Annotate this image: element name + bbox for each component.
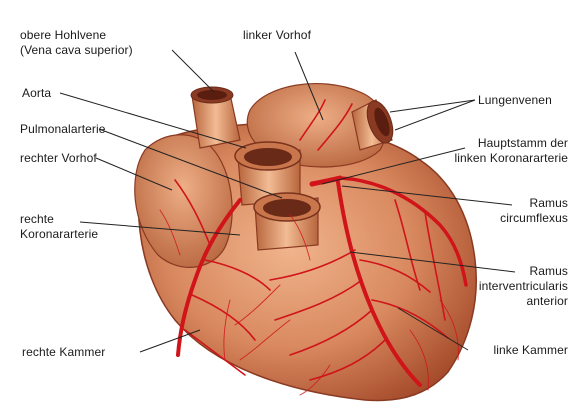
label-aorta: Aorta xyxy=(22,86,51,101)
label-ramus-circumflexus: Ramus circumflexus xyxy=(500,196,568,226)
label-pulmonalarterie: Pulmonalarterie xyxy=(20,122,106,137)
label-vena-cava-line2: (Vena cava superior) xyxy=(20,43,133,58)
label-rechte-koronararterie-line2: Koronararterie xyxy=(20,227,98,242)
label-lungenvenen: Lungenvenen xyxy=(478,93,552,108)
label-vena-cava: obere Hohlvene (Vena cava superior) xyxy=(20,28,133,58)
label-hauptstamm-line1: Hauptstamm der xyxy=(455,136,569,151)
label-ramus-circumflexus-line2: circumflexus xyxy=(500,211,568,226)
vena-cava-lumen xyxy=(197,90,227,100)
label-rechter-vorhof: rechter Vorhof xyxy=(20,151,97,166)
label-linker-vorhof: linker Vorhof xyxy=(243,28,311,43)
label-ramus-interventricularis: Ramus interventricularis anterior xyxy=(479,264,568,309)
label-ramus-interventricularis-line3: anterior xyxy=(479,294,568,309)
label-vena-cava-line1: obere Hohlvene xyxy=(20,28,133,43)
label-hauptstamm-line2: linken Koronararterie xyxy=(455,151,569,166)
label-hauptstamm: Hauptstamm der linken Koronararterie xyxy=(455,136,569,166)
aorta-lumen xyxy=(244,148,292,166)
label-ramus-interventricularis-line1: Ramus xyxy=(479,264,568,279)
label-rechte-koronararterie: rechte Koronararterie xyxy=(20,212,98,242)
label-ramus-circumflexus-line1: Ramus xyxy=(500,196,568,211)
pulmonary-trunk-lumen xyxy=(263,199,311,217)
label-linke-kammer: linke Kammer xyxy=(493,343,568,358)
label-ramus-interventricularis-line2: interventricularis xyxy=(479,279,568,294)
label-rechte-koronararterie-line1: rechte xyxy=(20,212,98,227)
label-rechte-kammer: rechte Kammer xyxy=(22,345,105,360)
